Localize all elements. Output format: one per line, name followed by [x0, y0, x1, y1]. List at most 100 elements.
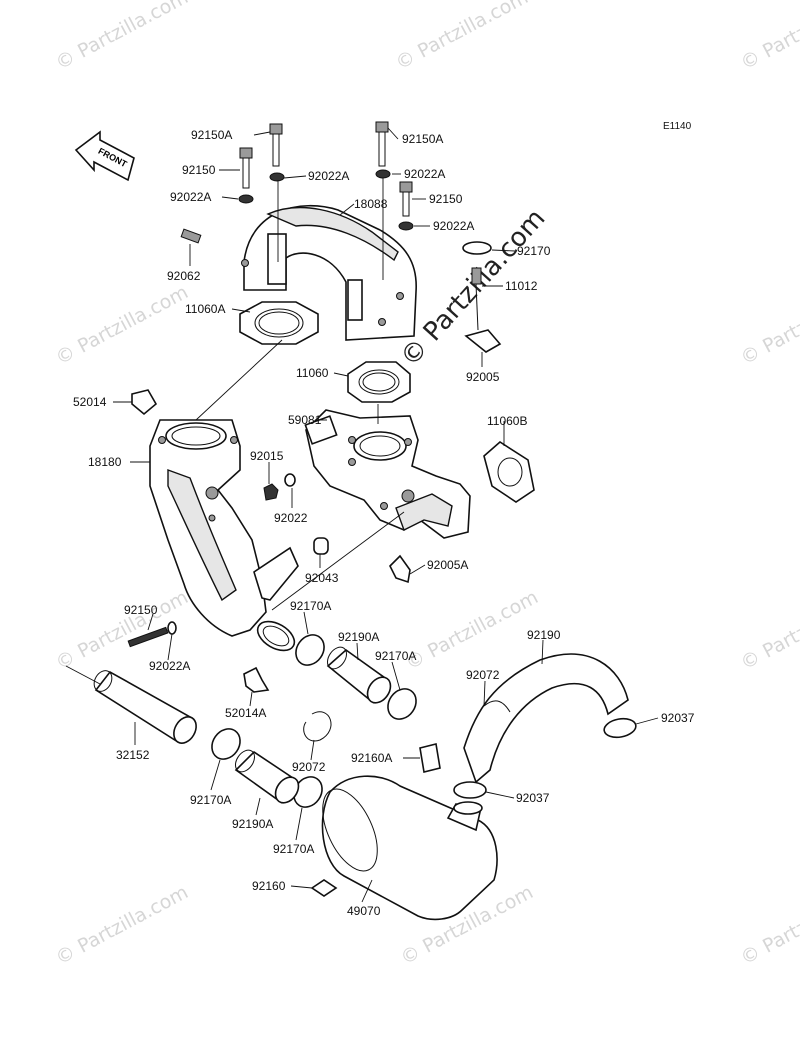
outlet-ring	[256, 620, 296, 652]
part-label[interactable]: 92072	[292, 760, 326, 774]
part-label[interactable]: 92037	[661, 711, 695, 725]
watermark: © Partzilla.com	[52, 0, 192, 74]
part-label[interactable]: 92190	[527, 628, 561, 642]
part-label[interactable]: 92037	[516, 791, 550, 805]
exhaust-pipe-18180	[149, 419, 299, 652]
part-label[interactable]: 92022	[274, 511, 308, 525]
bolt-head-icon	[375, 121, 389, 133]
part-label[interactable]: 18088	[354, 197, 388, 211]
bolt-head-icon	[399, 181, 413, 193]
gasket-11060B	[483, 441, 535, 503]
part-label[interactable]: 92005	[466, 370, 500, 384]
manifold-port	[347, 279, 363, 321]
fitting-52014A-icon	[243, 666, 270, 693]
part-label[interactable]: 92150	[124, 603, 158, 617]
part-label[interactable]: 92015	[250, 449, 284, 463]
tail-pipe-32152	[93, 670, 197, 744]
part-label[interactable]: 92005A	[427, 558, 468, 572]
sensor-body	[471, 267, 482, 285]
part-label[interactable]: 92150	[429, 192, 463, 206]
washer-icon	[375, 169, 391, 179]
manifold-port	[267, 233, 287, 285]
part-label[interactable]: 32152	[116, 748, 150, 762]
watermark: © Partzilla.com	[52, 281, 192, 369]
drawing-code: E1140	[663, 121, 692, 132]
part-label[interactable]: 92190A	[232, 817, 273, 831]
bolt-head-icon	[239, 147, 253, 159]
fitting-92005A-icon	[389, 554, 411, 584]
hose-92190	[453, 653, 637, 799]
part-label[interactable]: 92160	[252, 879, 286, 893]
clamp-icon	[462, 241, 492, 255]
part-label[interactable]: 52014A	[225, 706, 266, 720]
part-label[interactable]: 18180	[88, 455, 122, 469]
watermark: © Partzilla.com	[402, 586, 542, 674]
watermark: © Partzilla.com	[737, 281, 800, 369]
leader-lines	[65, 127, 659, 903]
bolt-shank-icon	[272, 133, 280, 167]
washer-icon	[238, 194, 254, 204]
front-arrow-icon: FRONT	[74, 130, 135, 182]
part-label[interactable]: 92150A	[191, 128, 232, 142]
elbow-fitting-icon	[464, 329, 502, 353]
washer-92022A-icon	[167, 621, 177, 635]
part-label[interactable]: 92170A	[290, 599, 331, 613]
clamp-92170A-icon	[387, 688, 417, 720]
watermark: © Partzilla.com	[52, 881, 192, 969]
clamp-92037-icon	[453, 781, 487, 799]
bolt-head-icon	[269, 123, 283, 135]
bolt-shank-icon	[402, 191, 410, 217]
part-label[interactable]: 11060B	[487, 414, 527, 428]
clamp-92170A-icon	[211, 728, 241, 760]
temperature-sensor	[462, 241, 502, 353]
washer-92022-icon	[284, 473, 296, 487]
part-label[interactable]: 92170A	[375, 649, 416, 663]
watermark: © Partzilla.com	[737, 881, 800, 969]
collar-92043-icon	[313, 537, 329, 555]
watermark: © Partzilla.com	[392, 0, 532, 74]
part-label[interactable]: 92043	[305, 571, 339, 585]
bolt-shank-icon	[378, 131, 386, 167]
hose-92190A-lower	[234, 749, 300, 804]
part-label[interactable]: 52014	[73, 395, 107, 409]
bolt-shank-icon	[242, 157, 250, 189]
part-label[interactable]: 92062	[167, 269, 201, 283]
part-label[interactable]: 92022A	[308, 169, 349, 183]
band-92072-icon	[303, 711, 332, 742]
washer-icon	[398, 221, 414, 231]
part-label[interactable]: 92170A	[190, 793, 231, 807]
part-label[interactable]: 92072	[466, 668, 500, 682]
bolt-92150-icon	[127, 626, 169, 648]
elbow-fitting-52014-icon	[131, 389, 158, 416]
part-labels: 92150A 92150A 92150 92022A 92022A 92022A…	[73, 128, 695, 918]
expansion-chamber-59081	[304, 409, 471, 539]
part-label[interactable]: 92160A	[351, 751, 392, 765]
clamp-92170A-icon	[295, 634, 325, 666]
nut-92015-icon	[263, 483, 279, 501]
washer-icon	[269, 172, 285, 182]
bracket	[253, 546, 299, 601]
part-label[interactable]: 11012	[505, 279, 538, 293]
pad-92160A-icon	[419, 743, 441, 773]
part-label[interactable]: 92022A	[149, 659, 190, 673]
part-label[interactable]: 92022A	[404, 167, 445, 181]
pad-92160-icon	[310, 879, 338, 897]
part-label[interactable]: 59081	[288, 413, 322, 427]
part-label[interactable]: 92190A	[338, 630, 379, 644]
part-label[interactable]: 92150	[182, 163, 216, 177]
part-label[interactable]: 92150A	[402, 132, 443, 146]
watermark: © Partzilla.com	[737, 586, 800, 674]
part-label[interactable]: 92022A	[433, 219, 474, 233]
part-label[interactable]: 11060	[296, 366, 329, 380]
part-label[interactable]: 92170A	[273, 842, 314, 856]
watermark: © Partzilla.com	[737, 0, 800, 74]
part-label[interactable]: 11060A	[185, 302, 225, 316]
top-fasteners	[180, 121, 414, 244]
exhaust-manifold	[241, 204, 417, 341]
part-label[interactable]: 49070	[347, 904, 381, 918]
stud-icon	[180, 228, 202, 244]
clamp-92037-icon	[603, 717, 637, 739]
part-label[interactable]: 92022A	[170, 190, 211, 204]
part-label[interactable]: 92170	[517, 244, 551, 258]
